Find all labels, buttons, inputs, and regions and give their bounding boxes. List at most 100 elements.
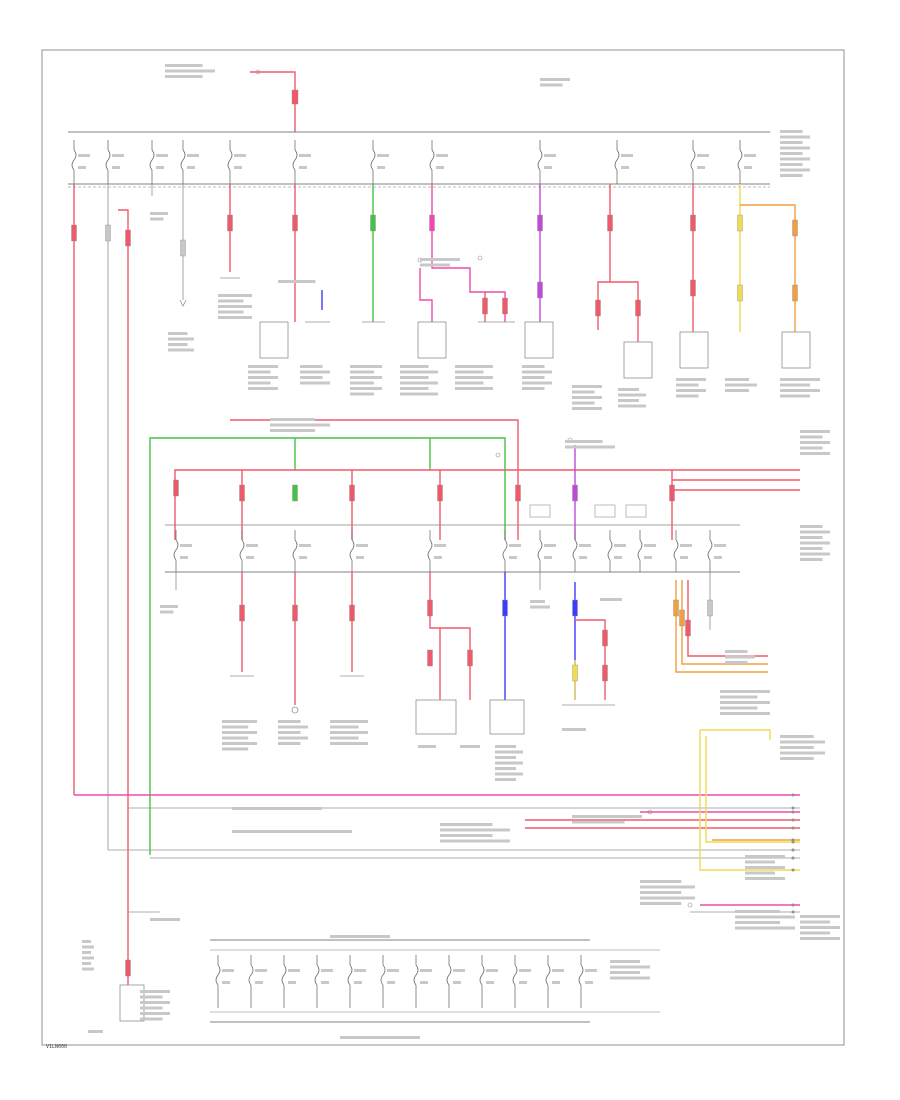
- top-connector-5: [227, 214, 233, 232]
- label-placeholder: [800, 547, 823, 550]
- top-fuse-10: [614, 140, 633, 184]
- top-connector-3: [125, 229, 131, 247]
- label-placeholder: [572, 407, 602, 410]
- label-placeholder: [270, 423, 330, 427]
- splice-point-1: [647, 809, 653, 815]
- label-placeholder: [640, 885, 695, 889]
- label-placeholder: [780, 757, 814, 760]
- label-placeholder: [330, 731, 368, 734]
- top-connector-1: [71, 224, 77, 242]
- label-placeholder: [800, 926, 840, 929]
- top-fuse-11: [690, 140, 709, 184]
- top-fuse-2: [105, 140, 124, 184]
- label-placeholder: [248, 387, 278, 390]
- label-placeholder: [455, 381, 484, 385]
- label-placeholder: [218, 305, 252, 308]
- label-placeholder: [160, 605, 178, 608]
- label-placeholder: [572, 401, 595, 405]
- top-drops: [73, 184, 796, 1000]
- label-placeholder: [495, 745, 516, 748]
- mid-connector-18: [673, 599, 679, 617]
- label-placeholder: [140, 1001, 170, 1004]
- label-placeholder: [800, 525, 823, 528]
- mid-connector-7: [572, 484, 578, 502]
- label-placeholder: [165, 64, 203, 67]
- top-connector-20: [502, 297, 508, 315]
- bottom-terminal-8: [791, 848, 795, 852]
- label-placeholder: [88, 1030, 103, 1033]
- top-components: [259, 321, 811, 379]
- bottom-fuse-3: [281, 955, 300, 1008]
- label-placeholder: [800, 530, 830, 534]
- label-placeholder: [278, 742, 301, 745]
- mid-connector-15: [602, 629, 608, 647]
- mid-connector-10: [292, 604, 298, 622]
- label-placeholder: [168, 343, 188, 346]
- label-placeholder: [522, 376, 545, 379]
- mid-connector-16: [572, 664, 578, 682]
- label-placeholder: [278, 720, 301, 723]
- label-placeholder: [222, 720, 257, 723]
- middle-components: [119, 699, 525, 1022]
- label-placeholder: [800, 541, 830, 545]
- top-connector-16: [690, 279, 696, 297]
- mid-connector-2: [239, 484, 245, 502]
- middle-connectors: [173, 479, 713, 682]
- label-placeholder: [800, 430, 830, 433]
- label-placeholder: [780, 740, 825, 744]
- page-frame: [41, 49, 845, 1046]
- label-placeholder: [168, 337, 194, 341]
- bottom-fuse-5: [347, 955, 366, 1008]
- mid-connector-20: [685, 619, 691, 637]
- label-placeholder: [780, 135, 810, 139]
- label-placeholder: [330, 742, 368, 745]
- label-placeholder: [800, 931, 830, 935]
- bottom-terminal-2: [791, 806, 795, 810]
- label-placeholder: [640, 902, 682, 905]
- mid-connector-17: [602, 664, 608, 682]
- bottom-fuse-2: [248, 955, 267, 1008]
- label-placeholder: [150, 217, 164, 221]
- label-placeholder: [278, 280, 316, 283]
- label-placeholder: [495, 750, 523, 754]
- middle-fuse-bus: [165, 524, 740, 573]
- label-placeholder: [278, 736, 308, 740]
- label-placeholder: [495, 756, 516, 759]
- top-connector-7: [370, 214, 376, 232]
- top-connector-2: [105, 224, 111, 242]
- label-placeholder: [400, 365, 429, 368]
- label-placeholder: [610, 971, 640, 974]
- label-placeholder: [725, 650, 748, 653]
- label-placeholder: [572, 390, 595, 394]
- mid-connector-19: [679, 609, 685, 627]
- top-connector-21: [537, 281, 543, 299]
- label-placeholder: [455, 376, 493, 379]
- label-placeholder: [330, 725, 359, 729]
- bottom-fuse-panel: [210, 939, 660, 1023]
- label-placeholder: [725, 655, 755, 659]
- label-placeholder: [350, 387, 382, 390]
- label-placeholder: [140, 995, 163, 999]
- bottom-fuse-row: [215, 955, 597, 1008]
- splice-point-2: [687, 902, 693, 908]
- label-placeholder: [140, 990, 170, 993]
- mid-fuse-5: [427, 530, 446, 572]
- bottom-terminal-5: [791, 826, 795, 830]
- bottom-fuse-7: [413, 955, 432, 1008]
- label-placeholder: [222, 742, 257, 745]
- top-connector-15: [635, 299, 641, 317]
- label-placeholder: [218, 310, 244, 314]
- top-connector-6: [292, 214, 298, 232]
- mid-connector-1: [173, 479, 179, 497]
- label-placeholder: [572, 396, 602, 399]
- mid-fuse-10: [637, 530, 656, 572]
- mid-connector-3: [292, 484, 298, 502]
- label-placeholder: [82, 945, 94, 949]
- label-placeholder: [300, 365, 323, 368]
- label-placeholder: [140, 1012, 170, 1015]
- mid-fuse-12: [707, 530, 726, 572]
- top-fuse-8: [429, 140, 448, 184]
- top-connector-4: [180, 239, 186, 257]
- top-grounds: [179, 277, 515, 323]
- label-placeholder: [270, 418, 315, 421]
